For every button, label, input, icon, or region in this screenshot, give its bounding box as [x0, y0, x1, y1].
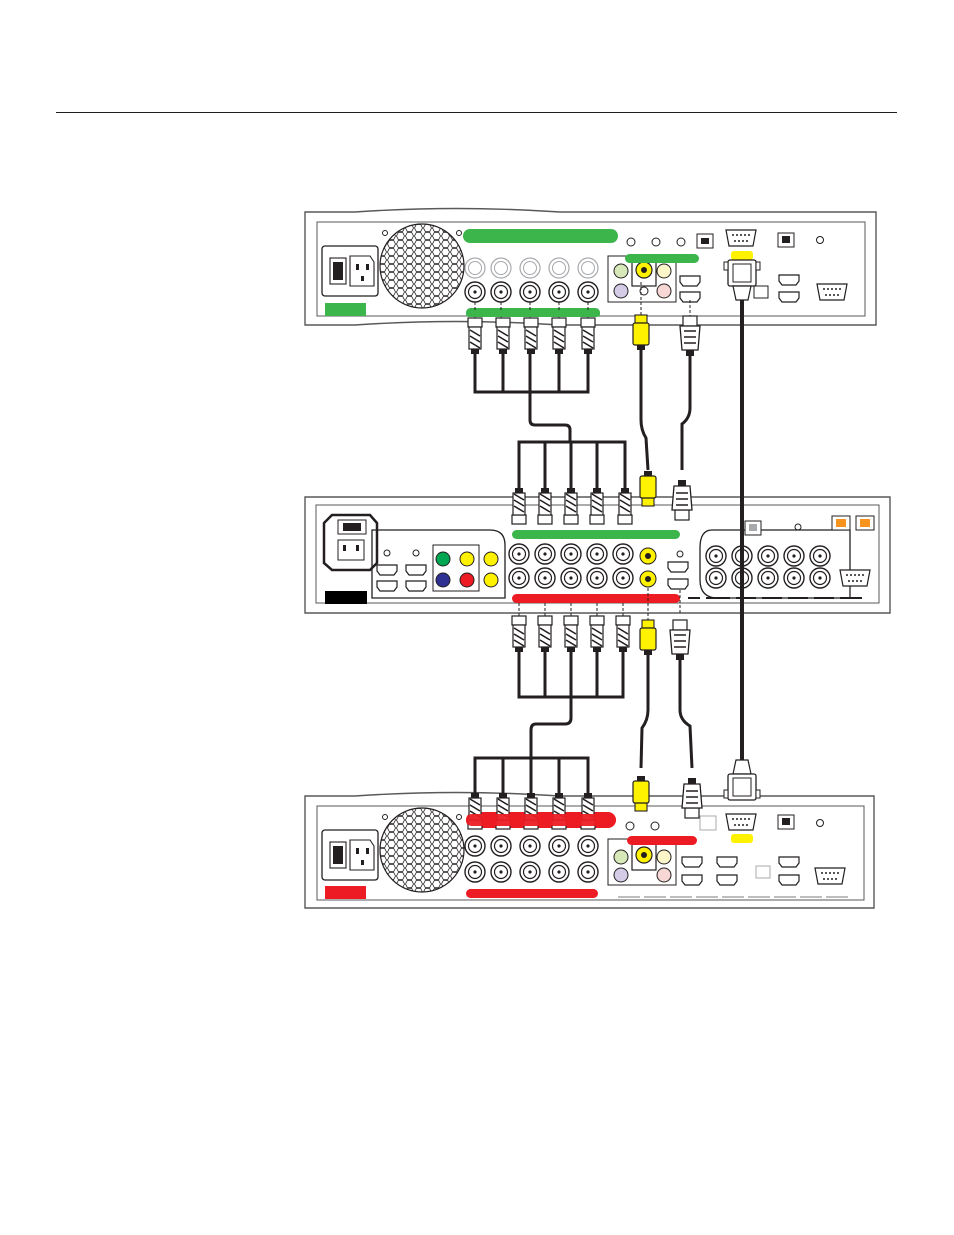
power-inlet-middle — [324, 515, 377, 570]
top-unit — [305, 209, 876, 326]
unit-tag-red — [325, 886, 366, 899]
middle-red-bar — [512, 594, 680, 603]
composite-lower — [633, 588, 656, 811]
fan-grille — [380, 224, 464, 308]
middle-green-bar — [512, 530, 680, 539]
bottom-red-bar — [466, 889, 598, 898]
fan-grille-bottom — [380, 808, 464, 892]
unit-tag-green — [325, 303, 366, 316]
unit-tag-black — [325, 591, 367, 604]
bnc-plugs-lower-top — [512, 616, 630, 652]
hdmi-upper — [672, 300, 700, 520]
hdmi-lower — [670, 590, 702, 818]
lower-plugs-red-bar — [466, 814, 616, 826]
upper-plugs-green-bar — [466, 311, 600, 317]
rs232-tag-yellow — [731, 251, 753, 260]
label-bar-green — [463, 229, 618, 243]
power-inlet-bottom — [322, 830, 378, 880]
bottom-red-bar-av — [627, 836, 697, 845]
rs232-tag-yellow-bottom — [731, 834, 753, 843]
power-inlet — [322, 246, 378, 296]
